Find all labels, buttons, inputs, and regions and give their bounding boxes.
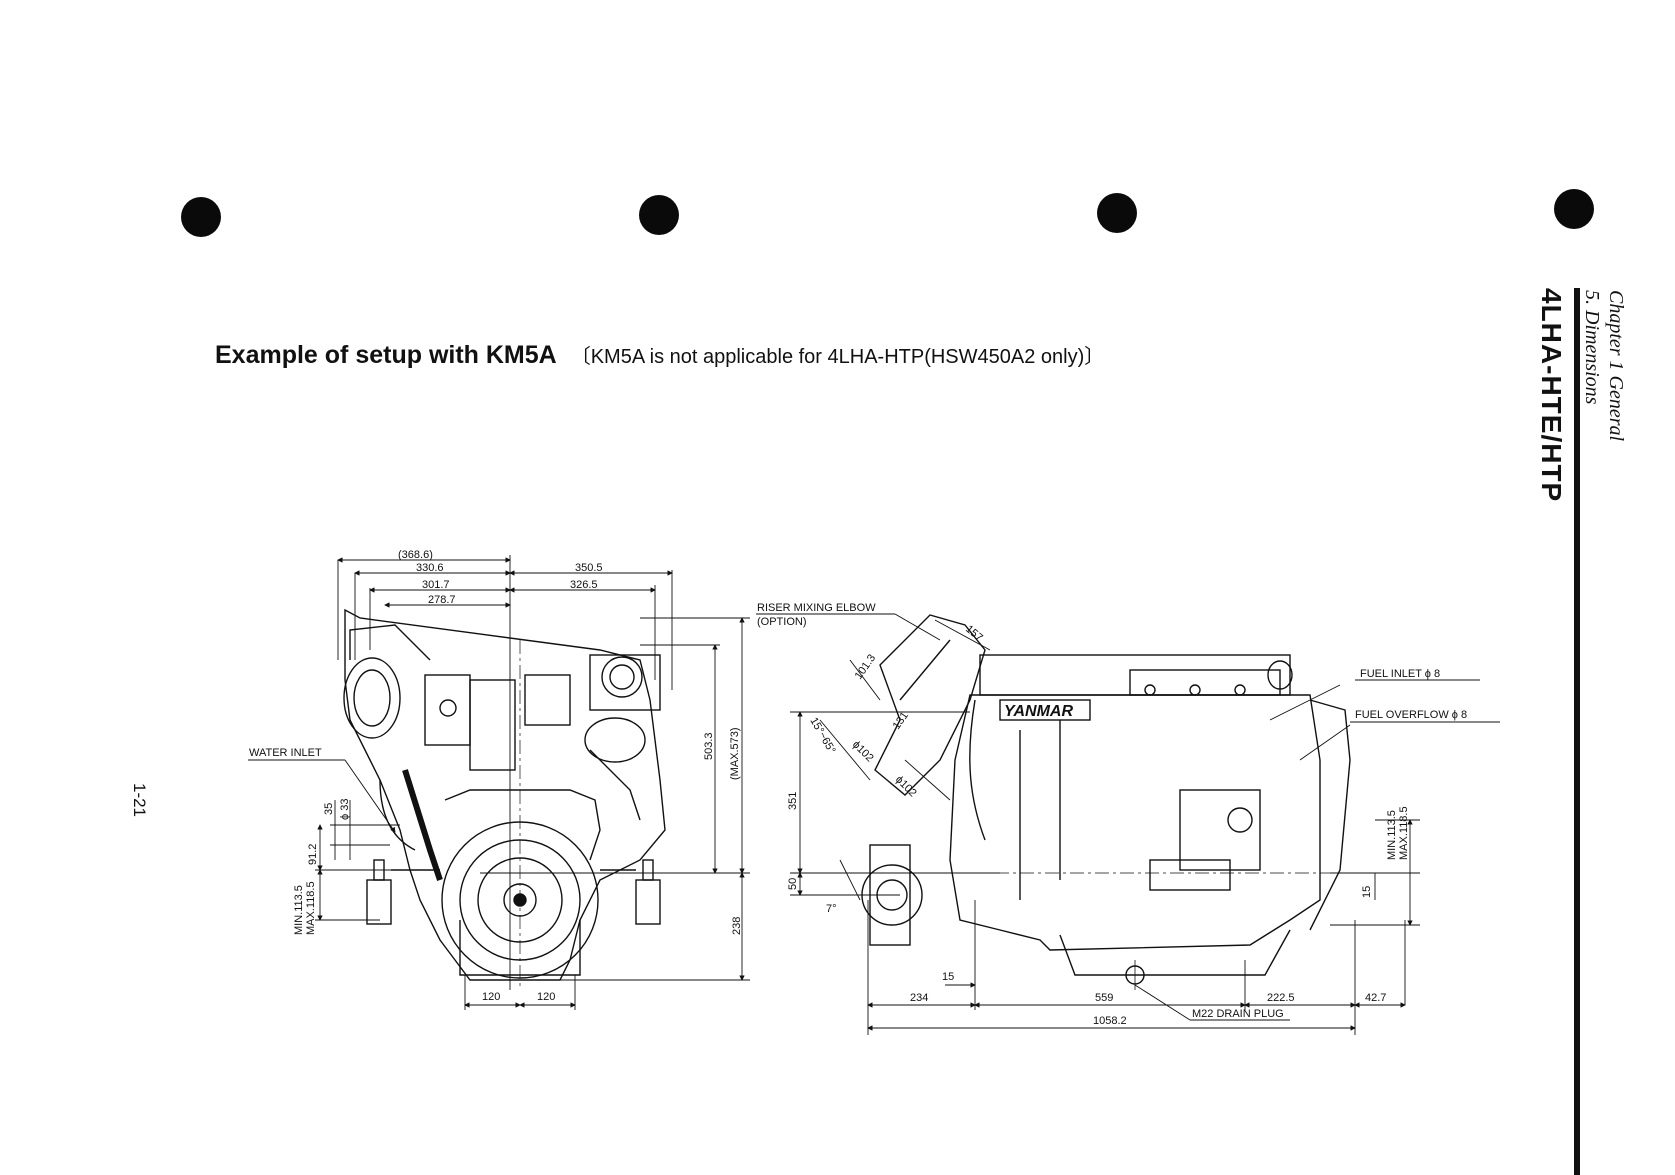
- dim-1058-2: 1058.2: [1093, 1015, 1127, 1027]
- dim-50: 50: [787, 878, 799, 890]
- dim-368-6: (368.6): [398, 549, 433, 561]
- side-engine-body: YANMAR: [820, 614, 1351, 990]
- front-view-labels: (368.6) 330.6 301.7 278.7 350.5 326.5 50…: [249, 549, 743, 1003]
- dim-301-7: 301.7: [422, 579, 450, 591]
- page-title: Example of setup with KM5A 〔KM5A is not a…: [215, 340, 1104, 370]
- dim-7-deg: 7°: [826, 903, 837, 915]
- dim-559: 559: [1095, 992, 1113, 1004]
- model-code: 4LHA-HTE/HTP: [1536, 288, 1567, 503]
- label-option: (OPTION): [757, 616, 807, 628]
- title-note: 〔KM5A is not applicable for 4LHA-HTP(HSW…: [570, 346, 1105, 368]
- front-engine-body: [343, 608, 666, 990]
- dim-min-113-5-side: MIN.113.5: [1386, 810, 1398, 860]
- dim-42-7: 42.7: [1365, 992, 1386, 1004]
- dim-120-right: 120: [537, 991, 555, 1003]
- dim-278-7: 278.7: [428, 594, 456, 606]
- dim-350-5: 350.5: [575, 562, 603, 574]
- binder-hole-3: [1097, 193, 1137, 233]
- front-right-dimensions: [470, 617, 750, 981]
- chapter-heading: Chapter 1 General 5. Dimensions: [1580, 290, 1628, 441]
- side-leaders: [756, 613, 1500, 761]
- dim-15-right: 15: [1361, 886, 1373, 898]
- dim-131: 131: [891, 710, 911, 732]
- dim-234: 234: [910, 992, 928, 1004]
- yanmar-brand-plate: YANMAR: [1004, 703, 1073, 720]
- chapter-line-1: Chapter 1 General: [1605, 290, 1627, 442]
- side-view-labels: RISER MIXING ELBOW (OPTION) FUEL INLET ϕ…: [757, 602, 1467, 1027]
- dim-120-left: 120: [482, 991, 500, 1003]
- label-fuel-inlet: FUEL INLET ϕ 8: [1360, 668, 1440, 680]
- binder-hole-4: [1554, 189, 1594, 229]
- dim-503-3: 503.3: [703, 732, 715, 760]
- front-bottom-dimensions: [464, 975, 576, 1010]
- dim-max-118-5: MAX.118.5: [305, 881, 317, 935]
- side-dimensions: [790, 619, 1420, 1035]
- dim-91-2: 91.2: [307, 844, 319, 865]
- label-m22-drain-plug: M22 DRAIN PLUG: [1192, 1008, 1284, 1020]
- dim-326-5: 326.5: [570, 579, 598, 591]
- front-view: [248, 555, 750, 1010]
- dim-101-3: 101.3: [853, 652, 879, 681]
- dim-35: 35: [323, 803, 335, 815]
- front-top-dimensions: [337, 555, 673, 990]
- chapter-line-2: 5. Dimensions: [1581, 290, 1603, 405]
- side-view: YANMAR: [756, 613, 1500, 1035]
- sidebar-rule: [1574, 288, 1580, 1175]
- front-left-dimensions: [248, 759, 420, 921]
- dim-351: 351: [787, 792, 799, 810]
- label-riser-mixing-elbow: RISER MIXING ELBOW: [757, 602, 876, 614]
- title-main: Example of setup with KM5A: [215, 341, 557, 369]
- binder-hole-2: [639, 195, 679, 235]
- dim-15-bottom: 15: [942, 971, 954, 983]
- binder-hole-1: [181, 197, 221, 237]
- label-fuel-overflow: FUEL OVERFLOW ϕ 8: [1355, 709, 1467, 721]
- dim-phi-102-b: ϕ102: [893, 774, 919, 800]
- dim-max-118-5-side: MAX.118.5: [1398, 806, 1410, 860]
- dim-222-5: 222.5: [1267, 992, 1295, 1004]
- dim-max-573: (MAX.573): [729, 727, 741, 780]
- dim-phi-33: ϕ 33: [339, 799, 351, 820]
- label-water-inlet: WATER INLET: [249, 747, 322, 759]
- dim-min-113-5: MIN.113.5: [293, 885, 305, 935]
- dim-330-6: 330.6: [416, 562, 444, 574]
- dim-238: 238: [731, 917, 743, 935]
